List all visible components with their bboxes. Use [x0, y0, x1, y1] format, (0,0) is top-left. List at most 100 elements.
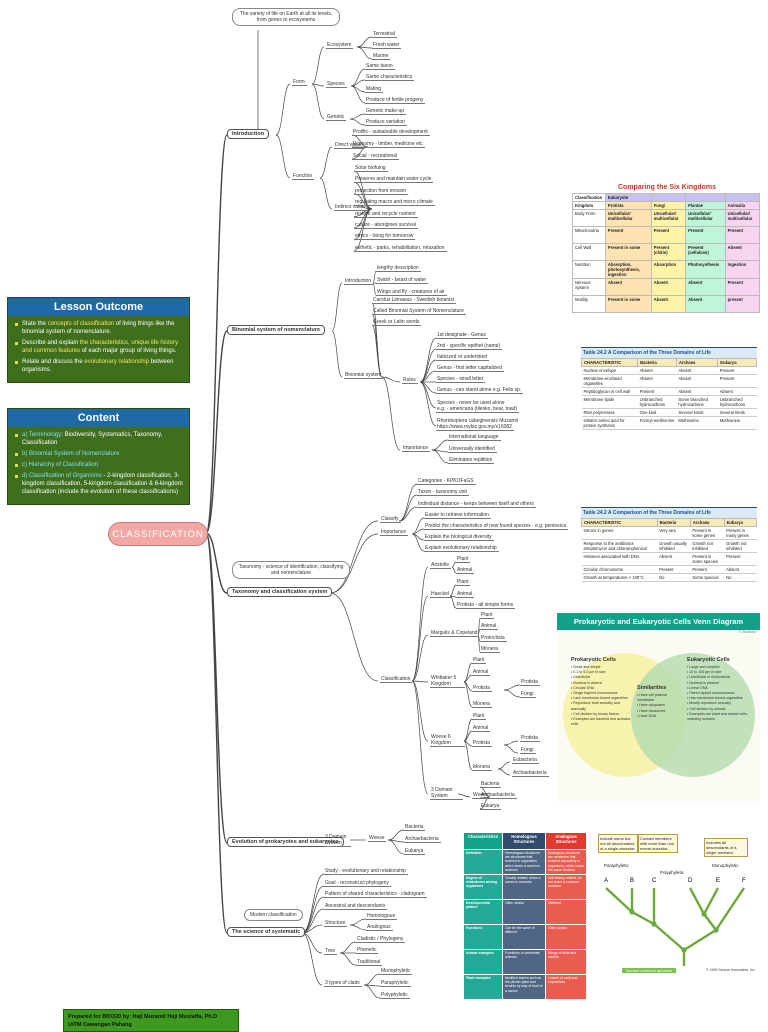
mindmap-leaf[interactable]: Wings and fly - creatures of air	[376, 289, 447, 296]
mindmap-leaf[interactable]: Same taxon	[365, 63, 395, 70]
mindmap-leaf[interactable]: Traditional	[356, 959, 383, 966]
mindmap-leaf[interactable]: Ancestral and descendants	[324, 903, 388, 910]
mindmap-leaf[interactable]: Protista - all simple forms	[456, 602, 516, 609]
mindmap-leaf[interactable]: Animal	[456, 591, 475, 598]
mindmap-leaf[interactable]: Fungi	[520, 691, 536, 698]
label-rules[interactable]: Rules	[402, 377, 418, 384]
mindmap-leaf[interactable]: 1st designate - Genus	[436, 332, 488, 339]
label-binomial-intro[interactable]: Introduction	[344, 278, 374, 285]
mindmap-leaf[interactable]: Taxon - taxonomy unit	[417, 489, 469, 496]
mindmap-leaf[interactable]: Pattern of shared characteristics - clad…	[324, 891, 427, 898]
label-ecosystem[interactable]: Ecosystem	[326, 42, 354, 49]
label-classification[interactable]: Classification	[380, 676, 413, 683]
mindmap-leaf[interactable]: Plant	[480, 612, 495, 619]
mindmap-leaf[interactable]: Marine	[372, 53, 391, 60]
mindmap-leaf[interactable]: Monera	[472, 701, 492, 708]
mindmap-leaf[interactable]: Mating	[365, 86, 384, 93]
mindmap-leaf[interactable]: Categories - KPKOFaGS	[417, 478, 476, 485]
label-whittaker[interactable]: Whittaker 5 Kingdom	[430, 675, 465, 688]
label-tree[interactable]: Tree	[324, 948, 338, 955]
label-woese-6[interactable]: Woese 6 Kingdom	[430, 734, 465, 747]
mindmap-leaf[interactable]: Bacteria	[480, 781, 502, 788]
mindmap-leaf[interactable]: Species - never be used alone	[437, 400, 505, 406]
mindmap-leaf[interactable]: Plant	[456, 556, 471, 563]
mindmap-leaf[interactable]: Bacteria	[404, 824, 426, 831]
mindmap-leaf[interactable]: lengthy description	[376, 265, 421, 272]
mindmap-leaf[interactable]: Study - evolutionary and relationship	[324, 868, 408, 875]
mindmap-leaf[interactable]: Phenetic	[356, 947, 379, 954]
taxonomy-note[interactable]: Taxonomy - science of identification, cl…	[232, 561, 350, 579]
label-three-domain[interactable]: 3 Domain System	[430, 787, 463, 800]
mindmap-leaf[interactable]: Plant	[456, 579, 471, 586]
mindmap-leaf[interactable]: protection from erosion	[354, 187, 409, 195]
label-importance[interactable]: Importance	[402, 445, 431, 452]
label-indirect-value[interactable]: Indirect value	[334, 204, 367, 211]
mindmap-leaf[interactable]: Genetic make-up	[365, 108, 407, 115]
branch-introduction[interactable]: Introduction	[227, 129, 270, 139]
mindmap-leaf[interactable]: International language	[448, 434, 501, 441]
mindmap-leaf[interactable]: Archaebacteria	[512, 770, 549, 777]
mindmap-leaf[interactable]: esthetic - parks, rehabilitation, relaxa…	[354, 244, 447, 252]
label-three-types[interactable]: 3 types of clads	[324, 980, 362, 987]
mindmap-leaf[interactable]: Archaebacteria	[404, 836, 441, 843]
label-species[interactable]: Species	[326, 81, 347, 88]
modern-classification-note[interactable]: Modern classification	[244, 909, 303, 921]
label-binomial-system[interactable]: Binomial system	[344, 372, 384, 379]
mindmap-leaf[interactable]: Carolus Linnaeus - Swedish botanist	[372, 297, 457, 304]
label-margulis[interactable]: Margulis & Copeland	[430, 630, 480, 637]
mindmap-leaf[interactable]: Fresh water	[372, 42, 402, 49]
mindmap-leaf[interactable]: Analogous	[366, 924, 393, 931]
mindmap-leaf[interactable]: regulating macro and micro climate	[354, 199, 435, 207]
label-haeckel[interactable]: Haeckel	[430, 591, 452, 598]
mindmap-leaf[interactable]: Goal - reconstruct phylogeny	[324, 880, 391, 887]
mindmap-leaf[interactable]: Animal	[472, 725, 491, 732]
mindmap-leaf[interactable]: Polyphyletic	[380, 992, 410, 999]
mindmap-leaf[interactable]: Social - recreational	[352, 153, 400, 160]
mindmap-leaf[interactable]: Explain evolutionary relationship	[424, 545, 499, 552]
mindmap-leaf[interactable]: Eubacteria	[512, 757, 539, 764]
mindmap-leaf[interactable]: Fungi	[520, 747, 536, 754]
mindmap-leaf[interactable]: Protista	[520, 679, 540, 686]
label-function[interactable]: Function	[292, 173, 315, 180]
mindmap-leaf[interactable]: Preserve and maintain water cycle	[354, 176, 434, 184]
mindmap-leaf[interactable]: restore and recycle nutrient	[354, 210, 418, 218]
mindmap-leaf[interactable]: 2nd - specific epithet (name)	[436, 343, 503, 350]
mindmap-leaf[interactable]: Individual distance - keeps between itse…	[417, 501, 536, 508]
mindmap-leaf[interactable]: Prolific - sustainable development	[352, 129, 430, 136]
mindmap-leaf[interactable]: Monera	[480, 646, 500, 653]
mindmap-leaf[interactable]: Swish - beast of water	[376, 277, 429, 284]
mindmap-leaf[interactable]: ethics - living for tomorrow	[354, 233, 416, 241]
mindmap-leaf[interactable]: Monera	[472, 764, 492, 771]
mindmap-leaf[interactable]: Italicized or underlined	[436, 354, 490, 361]
mindmap-leaf[interactable]: Protista	[472, 740, 492, 747]
mindmap-leaf[interactable]: Animal	[480, 623, 499, 630]
label-woese-evo[interactable]: Woese	[368, 835, 387, 842]
mindmap-leaf[interactable]: Genus - can stand alone e.g. Felis sp.	[436, 387, 524, 394]
mindmap-leaf[interactable]: Greek or Latin words	[372, 319, 422, 326]
mindmap-leaf[interactable]: Explain the biological diversity	[424, 534, 494, 541]
mindmap-leaf[interactable]: Universally identified	[448, 446, 497, 453]
mindmap-leaf[interactable]: Easier to retrieve information	[424, 512, 491, 519]
label-direct-value[interactable]: Direct value	[334, 142, 364, 149]
mindmap-leaf[interactable]: Plant	[472, 713, 487, 720]
branch-evolution[interactable]: Evolution of prokaryotes and eukaryotes	[227, 837, 344, 847]
label-aristotle[interactable]: Aristotle	[430, 562, 452, 569]
label-form[interactable]: Form	[292, 79, 307, 86]
mindmap-leaf[interactable]: Protista	[520, 735, 540, 742]
label-classify[interactable]: Classify	[380, 516, 401, 523]
mindmap-leaf[interactable]: Cladistic / Phylogeny	[356, 936, 406, 943]
mindmap-leaf[interactable]: Produce variation	[365, 119, 407, 126]
mindmap-leaf[interactable]: Plant	[472, 657, 487, 664]
mindmap-leaf[interactable]: Rhomboptera cabeginensis Muzamil	[437, 418, 518, 424]
mindmap-leaf[interactable]: Terrestrial	[372, 31, 397, 38]
mindmap-leaf[interactable]: Paraphyletic	[380, 980, 411, 987]
label-genetic[interactable]: Genetic	[326, 114, 347, 121]
mindmap-leaf[interactable]: Archaebacteria	[480, 792, 517, 799]
mindmap-leaf[interactable]: Species - small letter	[436, 376, 486, 383]
mindmap-leaf[interactable]: Eliminates repitition	[448, 457, 495, 464]
central-topic[interactable]: CLASSIFICATION	[108, 522, 208, 546]
mindmap-leaf[interactable]: Eukarya	[404, 848, 426, 855]
intro-note[interactable]: The variety of life on Earth at all its …	[232, 8, 340, 26]
branch-taxonomy[interactable]: Taxonomy and classification system	[227, 587, 333, 597]
mindmap-leaf[interactable]: Eukarya	[480, 803, 502, 810]
